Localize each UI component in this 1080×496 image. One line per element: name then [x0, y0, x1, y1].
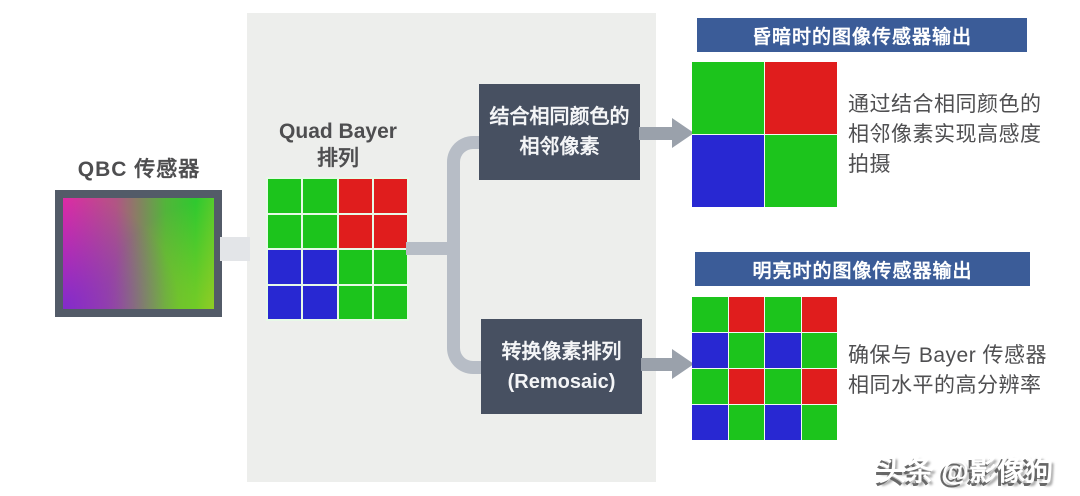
- branch-bracket-line: [447, 136, 481, 374]
- pixel-cell-G: [303, 179, 337, 213]
- pixel-cell-G: [801, 405, 837, 440]
- branch-stub-line: [406, 242, 452, 255]
- sensor-gradient-surface: [63, 198, 214, 309]
- pixel-cell-B: [692, 405, 728, 440]
- arrow-shaft: [641, 358, 675, 371]
- remosaic-box-line1: 转换像素排列: [501, 340, 622, 363]
- binning-box-line1: 结合相同颜色的: [489, 106, 630, 128]
- pixel-cell-G: [765, 297, 801, 332]
- quad-bayer-grid: [266, 177, 409, 321]
- pixel-cell-R: [338, 214, 372, 248]
- pixel-cell-G: [373, 250, 407, 284]
- qbc-sensor-image: [55, 190, 222, 317]
- arrow-head: [672, 349, 694, 379]
- sensor-to-panel-connector: [220, 237, 250, 261]
- pixel-cell-G: [692, 369, 728, 404]
- pixel-cell-G: [728, 405, 764, 440]
- pixel-cell-B: [692, 333, 728, 368]
- pixel-cell-G: [338, 250, 372, 284]
- pixel-cell-G: [728, 333, 764, 368]
- desc-line: 拍摄: [848, 153, 891, 176]
- pixel-cell-R: [728, 369, 764, 404]
- qbc-sensor-label: QBC 传感器: [77, 158, 201, 181]
- quad-bayer-label-line1: Quad Bayer: [279, 120, 397, 143]
- desc-line: 确保与 Bayer 传感器: [848, 344, 1048, 367]
- remosaic-process-box: 转换像素排列 (Remosaic): [481, 319, 642, 414]
- pixel-cell-G: [692, 62, 764, 134]
- pixel-cell-G: [303, 214, 337, 248]
- pixel-cell-B: [765, 333, 801, 368]
- pixel-cell-G: [765, 369, 801, 404]
- bright-output-header: 明亮时的图像传感器输出: [695, 252, 1030, 286]
- pixel-cell-R: [801, 369, 837, 404]
- pixel-cell-B: [268, 285, 302, 319]
- pixel-cell-B: [303, 250, 337, 284]
- pixel-cell-B: [303, 285, 337, 319]
- dark-output-header: 昏暗时的图像传感器输出: [697, 18, 1027, 52]
- pixel-cell-R: [338, 179, 372, 213]
- pixel-cell-G: [801, 333, 837, 368]
- pixel-cell-R: [765, 62, 837, 134]
- desc-line: 通过结合相同颜色的: [848, 93, 1042, 116]
- pixel-cell-G: [373, 285, 407, 319]
- arrow-shaft: [639, 127, 675, 140]
- right-arrow-icon: [639, 118, 694, 149]
- quad-bayer-label-line2: 排列: [317, 147, 359, 170]
- right-arrow-icon: [641, 349, 694, 380]
- pixel-cell-R: [373, 179, 407, 213]
- pixel-cell-G: [692, 297, 728, 332]
- pixel-cell-B: [692, 135, 764, 207]
- quad-bayer-label: Quad Bayer 排列: [262, 118, 414, 172]
- pixel-cell-R: [728, 297, 764, 332]
- arrow-head: [672, 118, 694, 148]
- pixel-cell-B: [268, 250, 302, 284]
- pixel-cell-G: [765, 135, 837, 207]
- binned-output-grid: [692, 62, 837, 207]
- pixel-cell-G: [268, 214, 302, 248]
- pixel-cell-G: [338, 285, 372, 319]
- bright-output-description: 确保与 Bayer 传感器 相同水平的高分辨率: [848, 341, 1068, 401]
- pixel-cell-R: [373, 214, 407, 248]
- desc-line: 相同水平的高分辨率: [848, 374, 1042, 397]
- pixel-cell-B: [765, 405, 801, 440]
- remosaic-box-line2: (Remosaic): [507, 370, 616, 393]
- bayer-output-grid: [692, 297, 837, 440]
- pixel-cell-G: [268, 179, 302, 213]
- desc-line: 相邻像素实现高感度: [848, 123, 1042, 146]
- binning-box-line2: 相邻像素: [519, 136, 600, 158]
- toutiao-watermark: 头条 @影像狗: [878, 455, 1054, 486]
- binning-process-box: 结合相同颜色的 相邻像素: [479, 84, 640, 180]
- dark-output-description: 通过结合相同颜色的 相邻像素实现高感度 拍摄: [848, 90, 1068, 180]
- pixel-cell-R: [801, 297, 837, 332]
